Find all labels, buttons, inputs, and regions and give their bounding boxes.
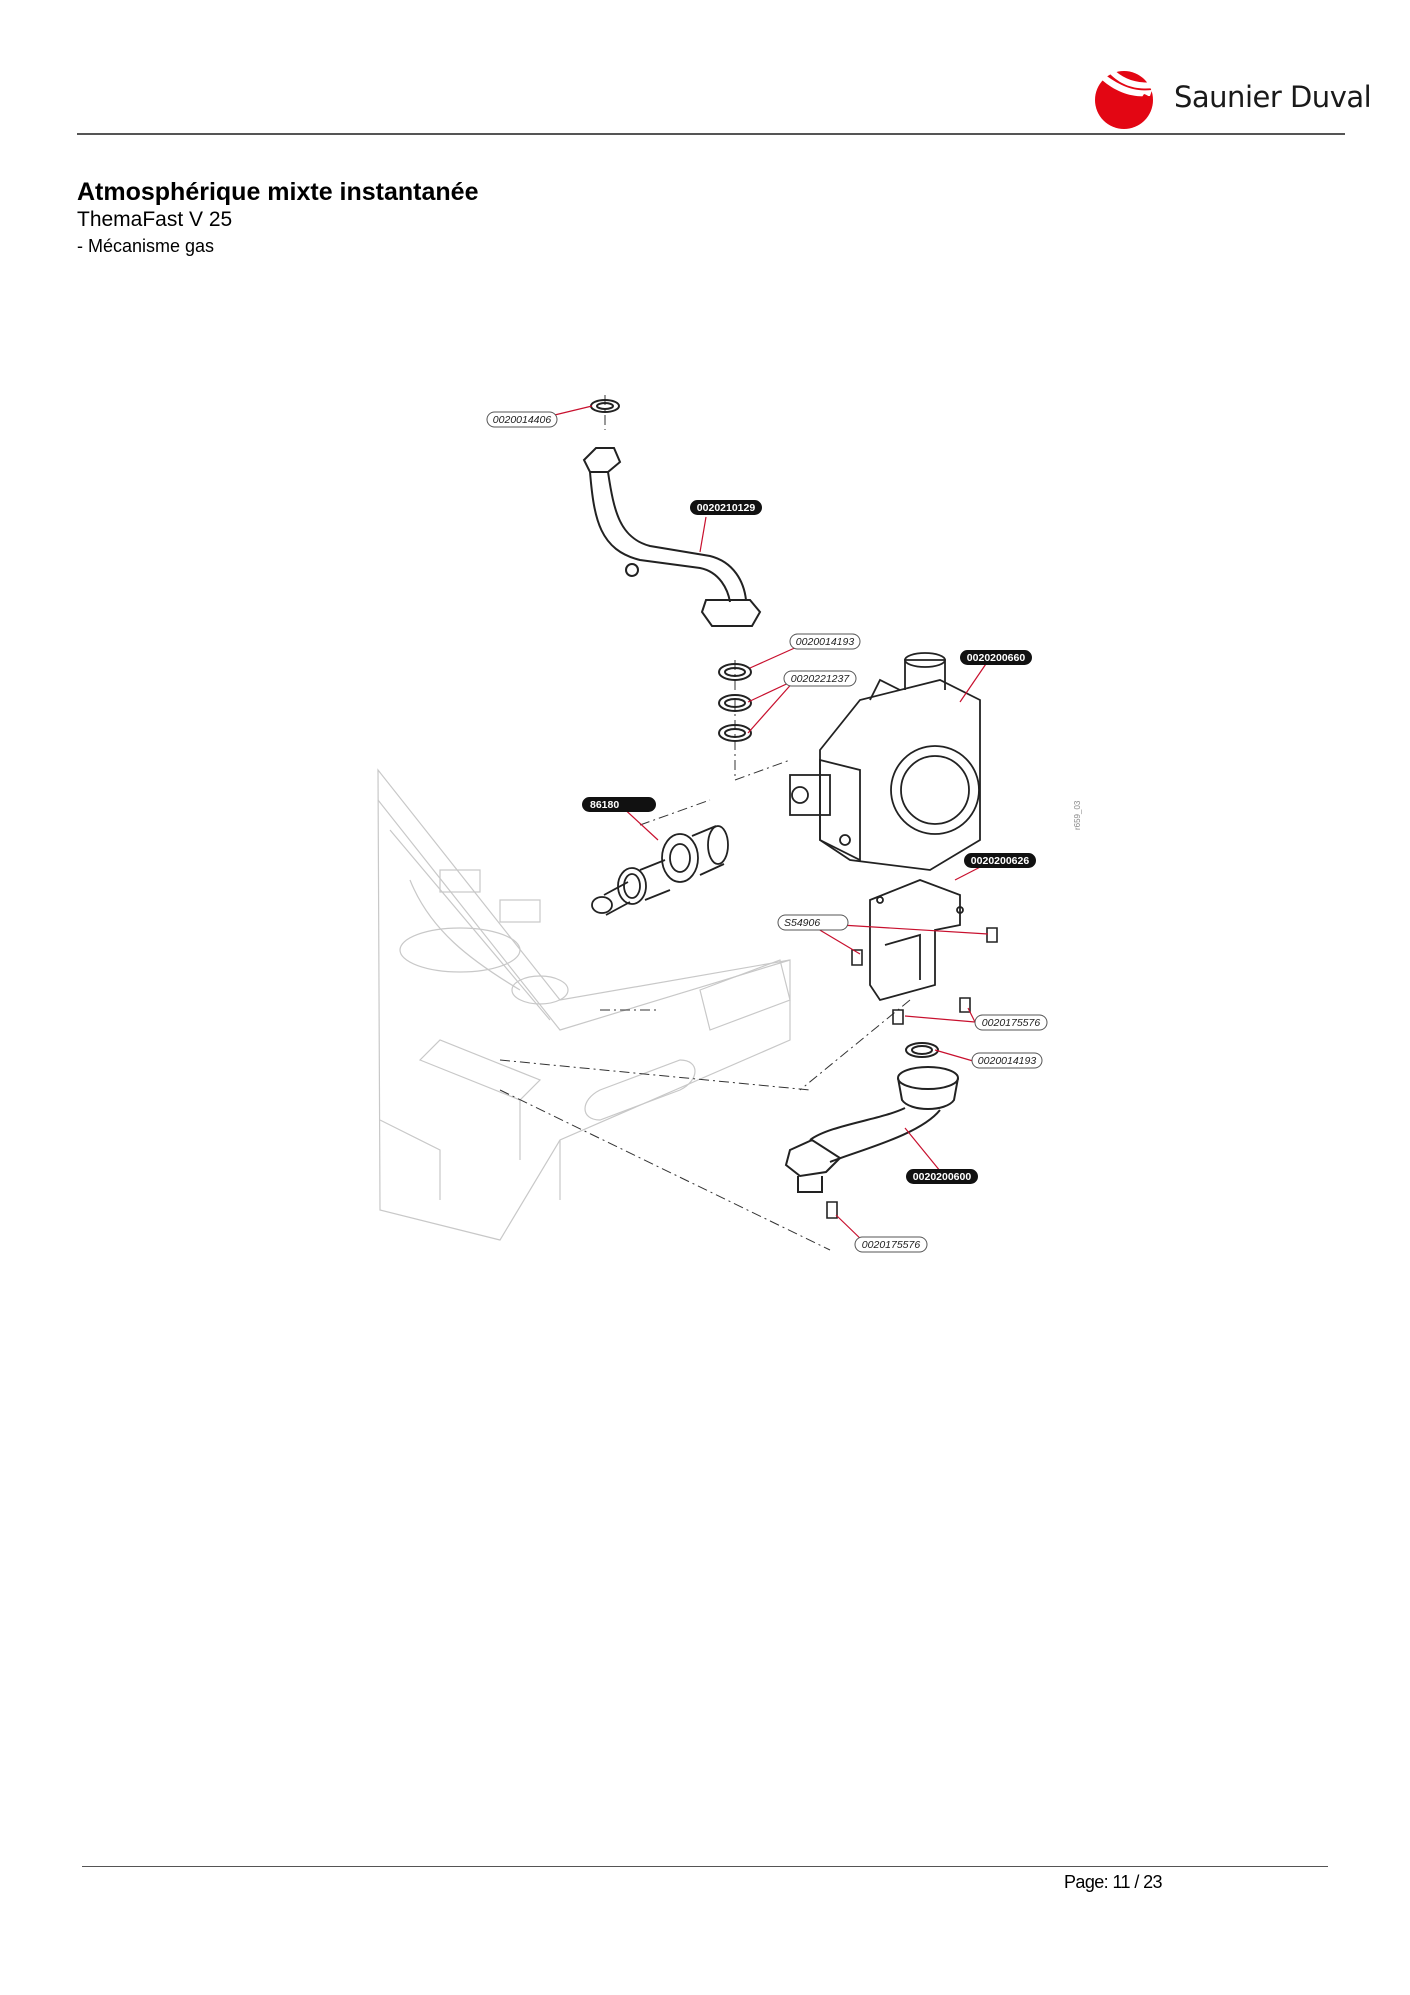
- control-knob: [591, 825, 729, 916]
- outlet-pipe: [784, 1066, 959, 1193]
- gas-valve: [789, 652, 981, 871]
- screws: [826, 927, 998, 1219]
- svg-text:0020014406: 0020014406: [493, 414, 552, 426]
- part-label-0020210129: 0020210129: [690, 500, 762, 515]
- part-label-0020175576-lower: 0020175576: [854, 1236, 928, 1253]
- saunier-duval-logo: [1095, 68, 1156, 129]
- part-label-0020200600: 0020200600: [906, 1169, 978, 1184]
- part-label-86180: 86180: [582, 797, 656, 812]
- svg-text:0020175576: 0020175576: [982, 1017, 1041, 1029]
- svg-text:0020200600: 0020200600: [913, 1171, 972, 1183]
- chassis-outline: [377, 768, 791, 1241]
- part-label-0020014193-lower: 0020014193: [971, 1052, 1043, 1069]
- svg-text:0020014193: 0020014193: [796, 636, 855, 648]
- svg-text:0020200626: 0020200626: [971, 855, 1030, 867]
- page-title: Atmosphérique mixte instantanée: [77, 178, 479, 206]
- footer-rule: [82, 1866, 1328, 1867]
- washer-stack: [718, 663, 752, 742]
- svg-text:0020221237: 0020221237: [791, 673, 851, 685]
- gas-pipe: [582, 447, 762, 627]
- page-number: Page: 11 / 23: [1064, 1872, 1163, 1892]
- header-rule: [77, 133, 1345, 135]
- part-label-0020014193-top: 0020014193: [789, 633, 861, 650]
- svg-text:0020014193: 0020014193: [978, 1055, 1037, 1067]
- part-label-0020200626: 0020200626: [964, 853, 1036, 868]
- part-label-0020175576-upper: 0020175576: [974, 1014, 1048, 1031]
- mounting-bracket: [869, 879, 964, 1002]
- svg-text:0020200660: 0020200660: [967, 652, 1026, 664]
- svg-text:S54906: S54906: [784, 917, 820, 929]
- svg-text:0020175576: 0020175576: [862, 1239, 921, 1251]
- part-label-0020200660: 0020200660: [960, 650, 1032, 665]
- diagram-code: r659_03: [1073, 800, 1082, 830]
- parts-diagram: r659_03 0020014406 0020210129 0020014193…: [377, 395, 1082, 1253]
- svg-text:86180: 86180: [590, 799, 619, 811]
- washer-lower: [905, 1042, 939, 1058]
- svg-text:0020210129: 0020210129: [697, 502, 756, 514]
- part-label-S54906: S54906: [777, 914, 849, 931]
- section-name: - Mécanisme gas: [77, 236, 215, 256]
- model-name: ThemaFast V 25: [77, 208, 233, 231]
- part-label-0020014406: 0020014406: [486, 411, 558, 428]
- part-label-0020221237: 0020221237: [783, 670, 857, 687]
- brand-name: Saunier Duval: [1174, 80, 1372, 114]
